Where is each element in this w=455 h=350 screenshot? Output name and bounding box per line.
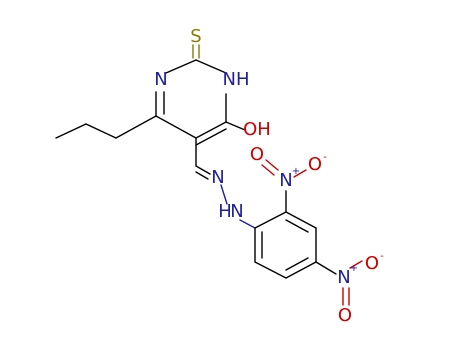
atom-n-hydrazone: N xyxy=(211,167,224,188)
charge-no2-top-o: - xyxy=(323,152,327,163)
bond-ar-1 xyxy=(254,211,287,229)
atom-h-hydrazone: H xyxy=(218,201,232,222)
bond-c4-propyl xyxy=(115,115,157,139)
bond-c5-c6 xyxy=(195,121,227,139)
atom-no2-top-o-right: O xyxy=(308,154,322,175)
bond-c2-n1 xyxy=(195,59,227,74)
atom-no2-top-n: N xyxy=(279,170,292,191)
bond-n-nh xyxy=(220,184,228,205)
atom-no2-top-o-up: O xyxy=(250,144,264,165)
bond-ar-4 xyxy=(285,261,317,279)
bond-propyl-2 xyxy=(55,123,87,139)
bond-ch-n xyxy=(195,165,211,175)
bond-ar-no2-bottom xyxy=(315,261,337,275)
bond-c5-c6-inner xyxy=(195,128,227,146)
atom-nh-hydrazone: N xyxy=(230,201,243,222)
atom-no2-bottom-o-down: O xyxy=(338,305,352,326)
bond-c2-n3 xyxy=(165,59,197,74)
bond-ar-5 xyxy=(254,261,287,279)
bond-no2-top-o1 xyxy=(293,169,307,178)
bond-no2-top-o2-a xyxy=(265,159,279,171)
bond-ch-n-inner xyxy=(195,171,209,180)
charge-no2-bottom-o: - xyxy=(380,251,384,262)
atom-nh-ring: NH xyxy=(223,69,250,90)
atom-no2-bottom-n: N xyxy=(337,267,350,288)
bond-nh-ar xyxy=(239,219,256,229)
atom-no2-bottom-o-right: O xyxy=(365,253,379,274)
bond-no2-top-o2-b xyxy=(261,164,275,176)
charge-no2-top-n: + xyxy=(292,166,300,177)
atom-n-left: N xyxy=(154,69,167,90)
bond-c6-oh xyxy=(225,121,246,131)
bond-no2-bottom-o1 xyxy=(349,260,363,269)
bond-propyl-1 xyxy=(85,123,117,139)
atom-s: S xyxy=(190,26,201,47)
bond-ar-2-inner xyxy=(285,219,309,233)
atom-oh: OH xyxy=(243,119,271,140)
bond-ar-4-inner xyxy=(285,257,309,271)
bond-c4-c5 xyxy=(155,115,197,139)
charge-no2-bottom-n: + xyxy=(350,263,358,274)
bond-ar-2 xyxy=(285,211,317,229)
